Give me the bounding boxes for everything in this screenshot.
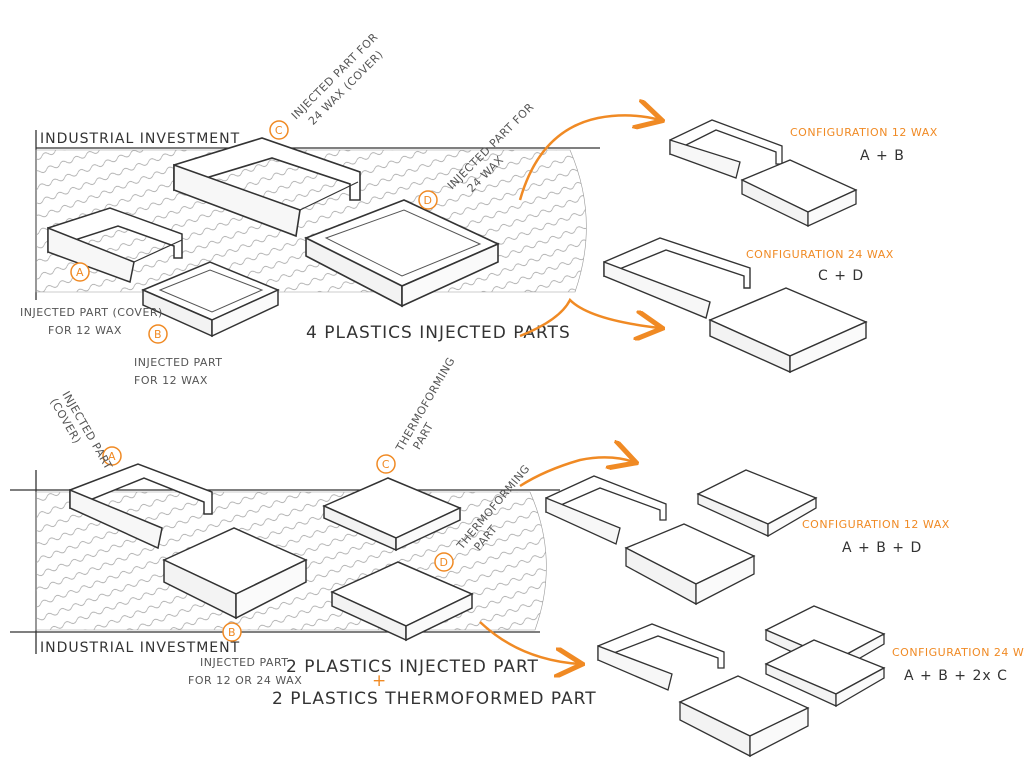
top-config-12-cover (669, 119, 783, 179)
bottom-part-c-thermo (322, 477, 462, 552)
bottom-arrow-lower (479, 621, 580, 664)
bottom-badge-a (102, 446, 122, 466)
bottom-config-24-tray (678, 675, 810, 758)
top-config-24-formula: C + D (818, 268, 864, 284)
bottom-label-b: B INJECTED PART FOR 12 OR 24 WAX (188, 622, 302, 687)
top-label-a: A INJECTED PART (COVER) FOR 12 WAX (20, 262, 163, 337)
top-section: INDUSTRIAL INVESTMENT (20, 30, 938, 387)
bottom-label-c: C THERMOFORMING PART (376, 355, 458, 474)
bottom-label-b-line1: INJECTED PART (200, 656, 289, 669)
svg-text:B: B (228, 626, 236, 639)
bottom-caption-plus: + (372, 671, 387, 691)
svg-text:D: D (440, 556, 449, 569)
top-label-a-line2: FOR 12 WAX (48, 324, 122, 337)
bottom-caption-line2: 2 PLASTICS THERMOFORMED PART (272, 689, 597, 709)
bottom-label-a: A INJECTED PART (COVER) (47, 389, 122, 472)
bottom-config-12-thermo (696, 469, 818, 538)
top-arrow-lower (519, 297, 660, 336)
bottom-config-24-cover (597, 623, 725, 691)
bottom-arrow-upper (519, 457, 634, 488)
top-badge-b (148, 324, 168, 344)
bottom-config-24-title: CONFIGURATION 24 WAX (892, 646, 1024, 659)
top-axis-label: INDUSTRIAL INVESTMENT (40, 131, 240, 147)
svg-text:B: B (154, 328, 162, 341)
bottom-config-24-formula: A + B + 2x C (904, 668, 1008, 684)
bottom-axis-label: INDUSTRIAL INVESTMENT (40, 640, 240, 656)
top-config-12-tray (740, 159, 858, 228)
top-label-b: B INJECTED PART FOR 12 WAX (134, 324, 223, 387)
top-label-a-line1: INJECTED PART (COVER) (20, 306, 163, 319)
top-label-b-line2: FOR 12 WAX (134, 374, 208, 387)
bottom-section: INDUSTRIAL INVESTMENT A (10, 355, 1024, 758)
top-part-d-tray (304, 199, 500, 308)
bottom-config-12-formula: A + B + D (842, 540, 922, 556)
top-config-24-tray (708, 287, 868, 374)
top-badge-d (418, 190, 438, 210)
top-caption: 4 PLASTICS INJECTED PARTS (306, 323, 571, 343)
bottom-badge-c (376, 454, 396, 474)
svg-text:D: D (424, 194, 433, 207)
bottom-config-24-thermo-lower (764, 639, 886, 708)
svg-text:C: C (382, 458, 390, 471)
svg-text:A: A (108, 450, 116, 463)
bottom-badge-b (222, 622, 242, 642)
bottom-config-12-cover (545, 475, 667, 545)
bottom-part-b-tray (162, 527, 308, 620)
top-part-b-tray (141, 261, 280, 338)
bottom-label-b-line2: FOR 12 OR 24 WAX (188, 674, 302, 687)
top-part-c-cover (173, 137, 361, 238)
top-config-12-formula: A + B (860, 148, 905, 164)
top-config-24-cover (603, 237, 751, 319)
top-config-24-title: CONFIGURATION 24 WAX (746, 248, 894, 261)
svg-text:C: C (275, 124, 283, 137)
top-label-b-line1: INJECTED PART (134, 356, 223, 369)
top-badge-c (269, 120, 289, 140)
top-badge-a (70, 262, 90, 282)
bottom-config-12-title: CONFIGURATION 12 WAX (802, 518, 950, 531)
bottom-part-a-cover (69, 463, 213, 550)
top-config-12-title: CONFIGURATION 12 WAX (790, 126, 938, 139)
top-arrow-upper (518, 115, 660, 201)
bottom-badge-d (434, 552, 454, 572)
svg-text:A: A (76, 266, 84, 279)
bottom-config-12-tray (624, 523, 756, 606)
top-label-c: C INJECTED PART FOR 24 WAX (COVER) (269, 30, 386, 140)
top-part-a-cover (47, 207, 183, 284)
bottom-part-d-thermo (330, 561, 474, 642)
bottom-caption-line1: 2 PLASTICS INJECTED PART (286, 657, 539, 677)
top-label-c-line1: INJECTED PART FOR (289, 30, 381, 122)
